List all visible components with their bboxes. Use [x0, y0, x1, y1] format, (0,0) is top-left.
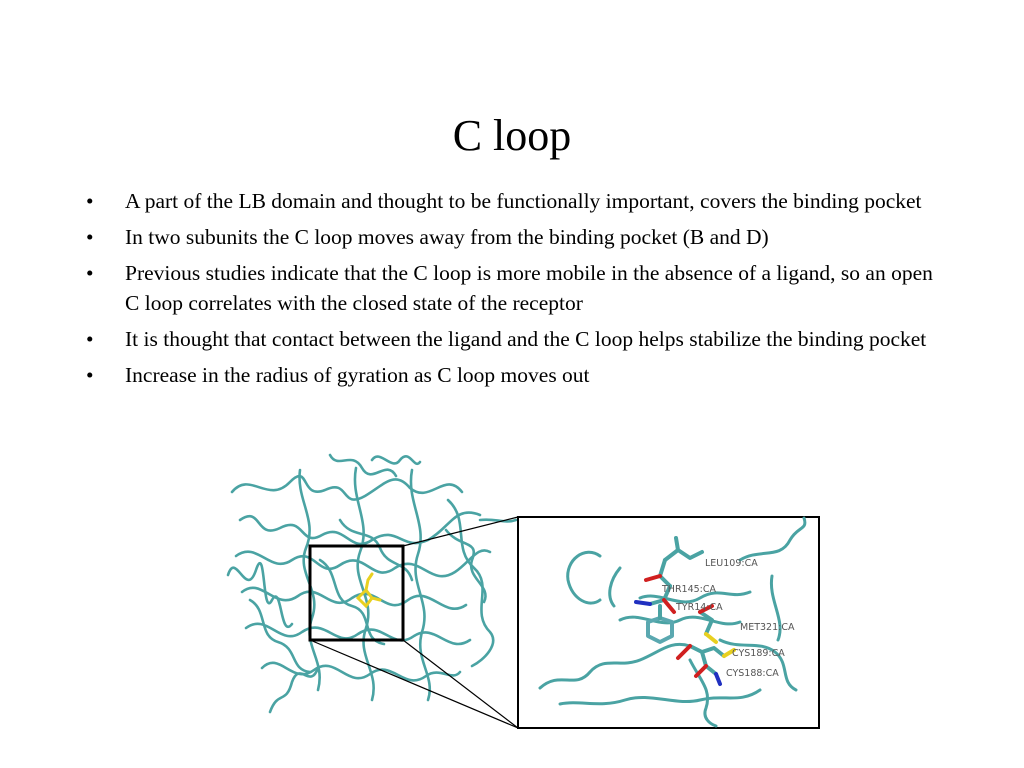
bullet-glyph: • [86, 189, 94, 213]
bullet-text: Previous studies indicate that the C loo… [125, 261, 933, 315]
ligand-overview [355, 572, 382, 609]
bullet-item: • In two subunits the C loop moves away f… [86, 222, 936, 252]
slide-title: C loop [452, 111, 572, 160]
bullet-glyph: • [86, 225, 94, 249]
residue-label: THR145:CA [661, 584, 717, 595]
residue-label: TYR14:CA [675, 602, 723, 613]
bullet-text: A part of the LB domain and thought to b… [125, 189, 922, 213]
bullet-item: • Increase in the radius of gyration as C… [86, 360, 936, 390]
bullet-glyph: • [86, 261, 94, 285]
bullet-glyph: • [86, 363, 94, 387]
bullet-list: • A part of the LB domain and thought to … [86, 186, 936, 396]
bullet-item: • A part of the LB domain and thought to … [86, 186, 936, 216]
residue-label: CYS188:CA [726, 668, 779, 679]
connector-line [402, 639, 519, 729]
protein-overview [226, 453, 518, 714]
residue-label: CYS189:CA [732, 648, 785, 659]
bullet-item: • Previous studies indicate that the C lo… [86, 258, 936, 318]
zoomed-inset: LEU109:CA THR145:CA TYR14:CA MET321:CA C… [517, 516, 820, 729]
bullet-text: In two subunits the C loop moves away fr… [125, 225, 769, 249]
bullet-item: • It is thought that contact between the … [86, 324, 936, 354]
connector-line [402, 516, 519, 547]
bullet-glyph: • [86, 327, 94, 351]
bullet-text: Increase in the radius of gyration as C … [125, 363, 590, 387]
residue-label: MET321:CA [740, 622, 795, 633]
zoom-region-box [308, 544, 405, 642]
residue-label: LEU109:CA [705, 558, 758, 569]
bullet-text: It is thought that contact between the l… [125, 327, 927, 351]
connector-line [309, 639, 519, 729]
